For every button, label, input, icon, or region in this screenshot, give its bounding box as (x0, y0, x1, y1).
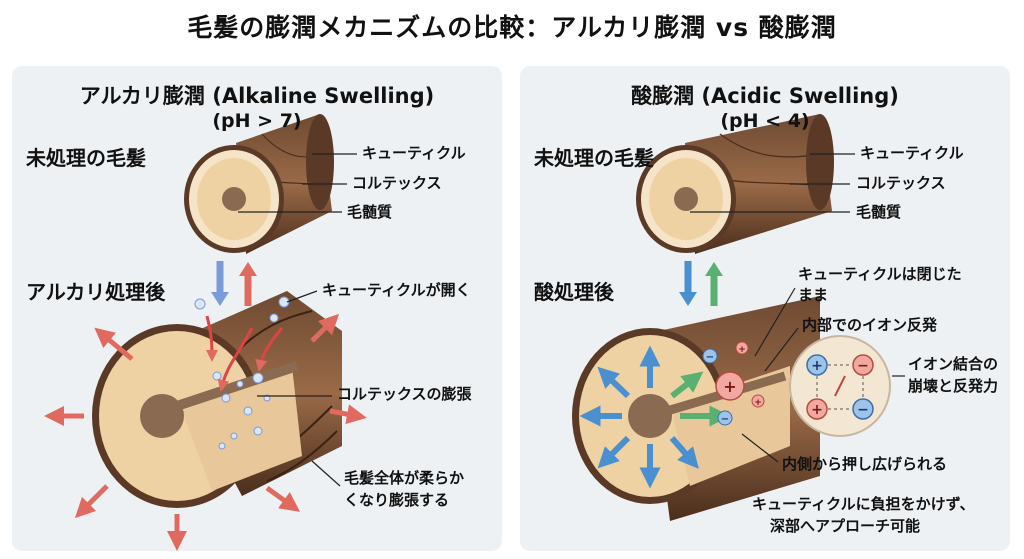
treated-swollen-hair (92, 291, 342, 508)
page-title: 毛髪の膨潤メカニズムの比較：アルカリ膨潤 vs 酸膨潤 (187, 13, 837, 42)
medulla-core (674, 187, 698, 211)
svg-text:−: − (706, 352, 714, 363)
svg-text:−: − (857, 358, 869, 374)
label-cortex-swell: コルテックスの膨張 (337, 385, 472, 403)
alkaline-ph: (pH > 7) (212, 110, 302, 132)
acidic-title: 酸膨潤 (Acidic Swelling) (631, 84, 899, 108)
water-bubbles (194, 296, 290, 450)
svg-text:+: + (738, 345, 746, 355)
acidic-ph: (pH < 4) (720, 110, 810, 132)
treated-heading: アルカリ処理後 (26, 280, 166, 304)
treated-heading: 酸処理後 (534, 280, 614, 304)
svg-text:−: − (857, 402, 869, 418)
swollen-medulla (140, 394, 184, 438)
label-medulla: 毛髄質 (347, 203, 393, 221)
label-ion-bond-1: イオン結合の (908, 355, 999, 373)
svg-text:+: + (723, 377, 736, 396)
acidic-illustration: − + + + − + − + − (572, 114, 905, 521)
label-cuticle: キューティクル (362, 144, 466, 162)
label-soften-2: くなり膨張する (344, 491, 450, 509)
ion-bond-detail: + − + − (789, 335, 891, 437)
acid-medulla (628, 394, 672, 438)
untreated-hair-strand (184, 114, 334, 254)
svg-text:+: + (754, 398, 762, 408)
label-cuticle-open: キューティクルが開く (322, 281, 471, 299)
label-note-1: キューティクルに負担をかけず、 (752, 495, 975, 513)
label-cuticle-closed-1: キューティクルは閉じた (798, 265, 962, 283)
alkaline-title: アルカリ膨潤 (Alkaline Swelling) (79, 84, 435, 108)
untreated-hair-strand (636, 114, 834, 254)
label-cuticle: キューティクル (860, 144, 964, 162)
process-arrows (679, 261, 723, 306)
label-cortex: コルテックス (352, 174, 442, 192)
label-ion-repulsion: 内部でのイオン反発 (802, 316, 938, 334)
svg-text:−: − (721, 414, 729, 425)
svg-text:+: + (811, 358, 823, 374)
untreated-heading: 未処理の毛髪 (26, 146, 146, 170)
label-ion-bond-2: 崩壊と反発力 (908, 377, 999, 395)
alkaline-panel: アルカリ膨潤 (Alkaline Swelling) (pH > 7) 未処理の… (12, 66, 502, 551)
label-cuticle-closed-2: まま (798, 286, 829, 304)
expansion-arrows (44, 313, 367, 551)
medulla-core (222, 187, 246, 211)
alkaline-illustration (44, 114, 367, 551)
untreated-heading: 未処理の毛髪 (534, 146, 654, 170)
outward-push-arrows (579, 345, 699, 489)
acidic-panel: − + + + − + − + − (520, 66, 1010, 551)
treated-acid-hair (572, 296, 820, 521)
ion-particles: − + + + − (702, 341, 765, 426)
label-medulla: 毛髄質 (856, 203, 902, 221)
label-cortex: コルテックス (856, 174, 946, 192)
process-arrows (211, 261, 257, 306)
label-push-out: 内側から押し広げられる (782, 455, 948, 473)
label-soften-1: 毛髪全体が柔らか (344, 469, 465, 487)
inner-green-arrows (670, 371, 731, 427)
svg-text:+: + (811, 402, 823, 418)
label-note-2: 深部へアプローチ可能 (770, 517, 921, 535)
